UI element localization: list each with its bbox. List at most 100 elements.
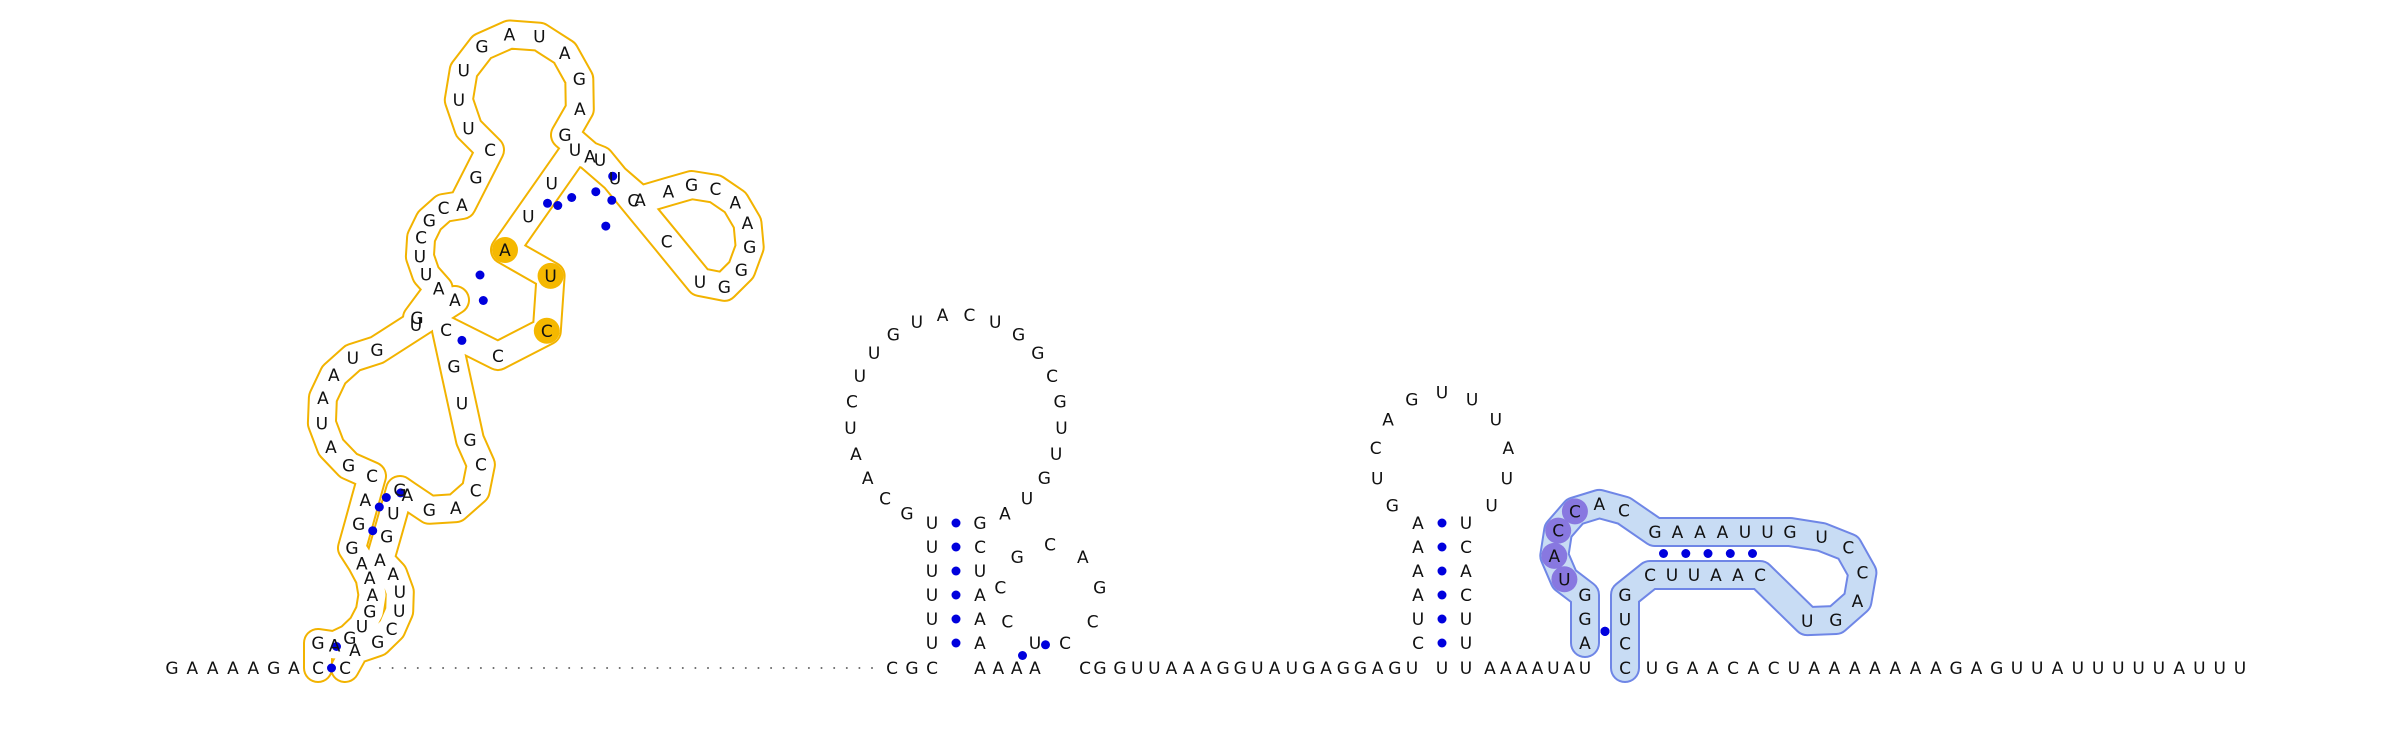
highlight-mark — [537, 262, 564, 289]
nucleotide-linker: U — [1251, 659, 1263, 679]
base-pair-dot — [1437, 542, 1447, 552]
nucleotide-d1: C — [492, 347, 504, 367]
nucleotide-d1: A — [450, 499, 462, 519]
nucleotide-pk: C — [1644, 566, 1656, 586]
nucleotide-d1: U — [544, 267, 556, 287]
nucleotide-d1: G — [343, 629, 356, 649]
backbone-dot — [479, 667, 482, 669]
nucleotide-d1: A — [317, 389, 329, 409]
backbone-dot — [580, 667, 583, 669]
nucleotide-d1: G — [363, 603, 376, 623]
nucleotide-d1: A — [364, 569, 376, 589]
nucleotide-hp2: U — [989, 313, 1001, 333]
base-pair-dot — [1437, 638, 1447, 648]
nucleotide-leader: A — [227, 659, 239, 679]
backbone-dot — [858, 667, 861, 669]
backbone-dot — [467, 667, 470, 669]
nucleotide-d1: A — [456, 196, 468, 216]
backbone-dot — [404, 667, 407, 669]
nucleotide-hp2: U — [926, 538, 938, 558]
nucleotide-pk: U — [1761, 523, 1773, 543]
nucleotide-hp2: A — [1011, 659, 1023, 679]
nucleotide-trailer: U — [2213, 659, 2225, 679]
nucleotide-pk: G — [1829, 611, 1842, 631]
nucleotide-hp3: U — [1436, 384, 1448, 404]
backbone-dot — [795, 667, 798, 669]
nucleotide-hp2: G — [905, 659, 918, 679]
base-pair-dot — [951, 638, 961, 648]
base-pair-dot — [567, 193, 577, 202]
nucleotide-d1: A — [584, 148, 596, 168]
backbone-dot — [454, 667, 457, 669]
base-pair-dot — [1041, 640, 1050, 650]
base-pair-dot — [1748, 549, 1757, 558]
backbone-dot — [379, 667, 381, 669]
nucleotide-pk: G — [1618, 586, 1631, 606]
nucleotide-hp2: C — [1044, 536, 1056, 556]
backbone-dot — [757, 667, 760, 669]
base-pair-dot — [478, 296, 488, 305]
nucleotide-d1: G — [447, 358, 460, 378]
nucleotide-hp3: A — [1412, 562, 1424, 582]
nucleotide-d1: A — [559, 44, 571, 64]
backbone-dot — [429, 667, 432, 669]
nucleotide-d1: U — [462, 120, 474, 140]
nucleotide-hp3: U — [1460, 514, 1472, 534]
domain1-fill — [305, 21, 763, 681]
nucleotide-linker: A — [1166, 659, 1178, 679]
base-pair-dot — [543, 198, 552, 208]
nucleotide-hp2: A — [862, 469, 874, 489]
base-pair-dot — [951, 590, 961, 600]
nucleotide-d1: G — [342, 457, 355, 477]
nucleotide-trailer: A — [1930, 659, 1942, 679]
nucleotide-d1: U — [393, 602, 405, 622]
base-pair-dot — [951, 518, 961, 528]
backbone-dot — [845, 667, 848, 669]
nucleotide-hp2: G — [887, 326, 900, 346]
nucleotide-hp2: U — [1055, 419, 1067, 439]
base-pair-dot — [1703, 549, 1713, 558]
nucleotide-hp3: U — [1371, 470, 1383, 490]
nucleotide-hp2: G — [1038, 469, 1051, 489]
nucleotide-trailer: A — [2052, 659, 2064, 679]
nucleotide-trailer: U — [2112, 659, 2124, 679]
backbone-dot — [416, 667, 419, 669]
nucleotide-d1: G — [380, 528, 393, 548]
backbone-dot — [442, 667, 445, 669]
nucleotide-trailer: A — [1849, 659, 1861, 679]
nucleotide-d1: A — [401, 486, 413, 506]
backbone-dot — [871, 667, 873, 669]
backbone-dot — [593, 667, 596, 669]
base-pair-dot — [951, 614, 961, 624]
nucleotide-trailer: U — [2153, 659, 2165, 679]
nucleotide-hp2: C — [846, 392, 858, 412]
nucleotide-pk: A — [1717, 523, 1729, 543]
nucleotide-d1: U — [533, 28, 545, 48]
nucleotide-linker2: A — [1563, 659, 1575, 679]
nucleotide-hp3: U — [1460, 634, 1472, 654]
nucleotide-hp2: A — [1029, 659, 1041, 679]
nucleotide-trailer: A — [1829, 659, 1841, 679]
highlight-mark — [1541, 542, 1568, 569]
highlight-mark — [1545, 517, 1572, 544]
nucleotide-d1: A — [367, 586, 379, 606]
nucleotide-trailer: A — [1687, 659, 1699, 679]
nucleotide-hp2: C — [879, 489, 891, 509]
nucleotide-hp2: U — [1050, 445, 1062, 465]
base-pair-dot — [1018, 651, 1027, 660]
backbone-dot — [782, 667, 785, 669]
nucleotide-d1: A — [325, 438, 337, 458]
nucleotide-hp2: C — [886, 659, 898, 679]
nucleotide-pk: A — [1710, 566, 1722, 586]
nucleotide-pk: C — [1618, 502, 1630, 522]
nucleotide-trailer: C — [1727, 659, 1739, 679]
base-pair-dot — [396, 488, 406, 498]
base-pair-dot — [553, 201, 563, 210]
nucleotide-pk: C — [1754, 566, 1766, 586]
nucleotide-hp3: A — [1502, 439, 1514, 459]
nucleotide-d1: U — [420, 266, 432, 286]
nucleotide-d1: C — [661, 232, 673, 252]
nucleotide-pk: U — [1815, 528, 1827, 548]
base-pair-dot — [332, 642, 341, 651]
